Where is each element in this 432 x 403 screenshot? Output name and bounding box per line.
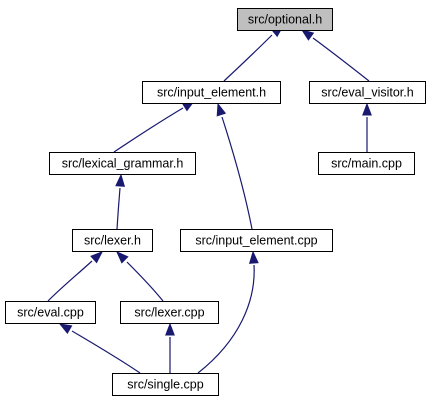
- node-box: [309, 81, 426, 104]
- nodes: src/optional.h src/input_element.h src/eva…: [5, 8, 426, 396]
- node-input-element-h[interactable]: src/input_element.h: [142, 81, 281, 104]
- node-single-cpp[interactable]: src/single.cpp: [112, 373, 219, 396]
- node-main-cpp[interactable]: src/main.cpp: [318, 152, 415, 175]
- edge-main-cpp-to-eval-visitor-h: [362, 102, 372, 152]
- node-label: src/input_element.cpp: [195, 234, 317, 248]
- edge-single-cpp-to-lexer-cpp: [165, 322, 175, 373]
- node-label: src/main.cpp: [331, 157, 402, 171]
- edge-lexer-cpp-to-lexer-h: [116, 251, 164, 302]
- node-lexer-h[interactable]: src/lexer.h: [72, 229, 153, 252]
- node-eval-visitor-h[interactable]: src/eval_visitor.h: [309, 81, 426, 104]
- node-box: [49, 152, 196, 175]
- node-label: src/single.cpp: [127, 378, 203, 392]
- arrowhead-icon: [116, 251, 129, 264]
- edges: [47, 25, 372, 374]
- arrowhead-icon: [90, 251, 104, 264]
- node-label: src/eval_visitor.h: [321, 86, 413, 100]
- node-label: src/lexical_grammar.h: [62, 157, 184, 171]
- arrowhead-icon: [300, 29, 315, 41]
- edge-line: [116, 187, 121, 230]
- node-label: src/lexer.h: [84, 234, 141, 248]
- node-box: [72, 229, 153, 252]
- node-label: src/eval.cpp: [17, 306, 84, 320]
- edge-line: [126, 261, 164, 302]
- node-box: [142, 81, 281, 104]
- node-eval-cpp[interactable]: src/eval.cpp: [5, 301, 96, 324]
- edge-input-element-cpp-to-input-element-h: [216, 102, 253, 230]
- edge-lexer-h-to-lexical-grammar-h: [115, 173, 126, 230]
- node-box: [318, 152, 415, 175]
- arrowhead-icon: [248, 250, 259, 264]
- node-label: src/input_element.h: [157, 86, 266, 100]
- node-input-element-cpp[interactable]: src/input_element.cpp: [180, 229, 333, 252]
- edge-line: [47, 260, 93, 302]
- edge-single-cpp-to-input-element-cpp: [197, 250, 259, 374]
- edge-eval-cpp-to-lexer-h: [47, 251, 104, 302]
- node-lexical-grammar-h[interactable]: src/lexical_grammar.h: [49, 152, 196, 175]
- edge-line: [312, 37, 370, 82]
- edge-line: [221, 116, 253, 230]
- node-box: [112, 373, 219, 396]
- edge-line: [197, 264, 255, 374]
- edge-input-element-h-to-optional-h: [223, 25, 285, 82]
- arrowhead-icon: [362, 102, 372, 116]
- arrowhead-icon: [165, 322, 175, 336]
- edge-lexical-grammar-h-to-input-element-h: [113, 100, 196, 153]
- node-optional-h[interactable]: src/optional.h: [237, 8, 333, 31]
- node-box: [180, 229, 333, 252]
- edge-single-cpp-to-eval-cpp: [58, 323, 141, 374]
- edge-line: [223, 34, 273, 82]
- node-box: [5, 301, 96, 324]
- arrowhead-icon: [58, 323, 73, 335]
- edge-eval-visitor-h-to-optional-h: [300, 29, 370, 82]
- node-box: [237, 8, 333, 31]
- arrowhead-icon: [115, 173, 126, 187]
- node-label: src/optional.h: [248, 13, 322, 27]
- arrowhead-icon: [216, 102, 227, 117]
- edge-line: [71, 330, 141, 374]
- edge-line: [113, 107, 184, 153]
- node-label: src/lexer.cpp: [134, 306, 204, 320]
- node-lexer-cpp[interactable]: src/lexer.cpp: [120, 301, 219, 324]
- node-box: [120, 301, 219, 324]
